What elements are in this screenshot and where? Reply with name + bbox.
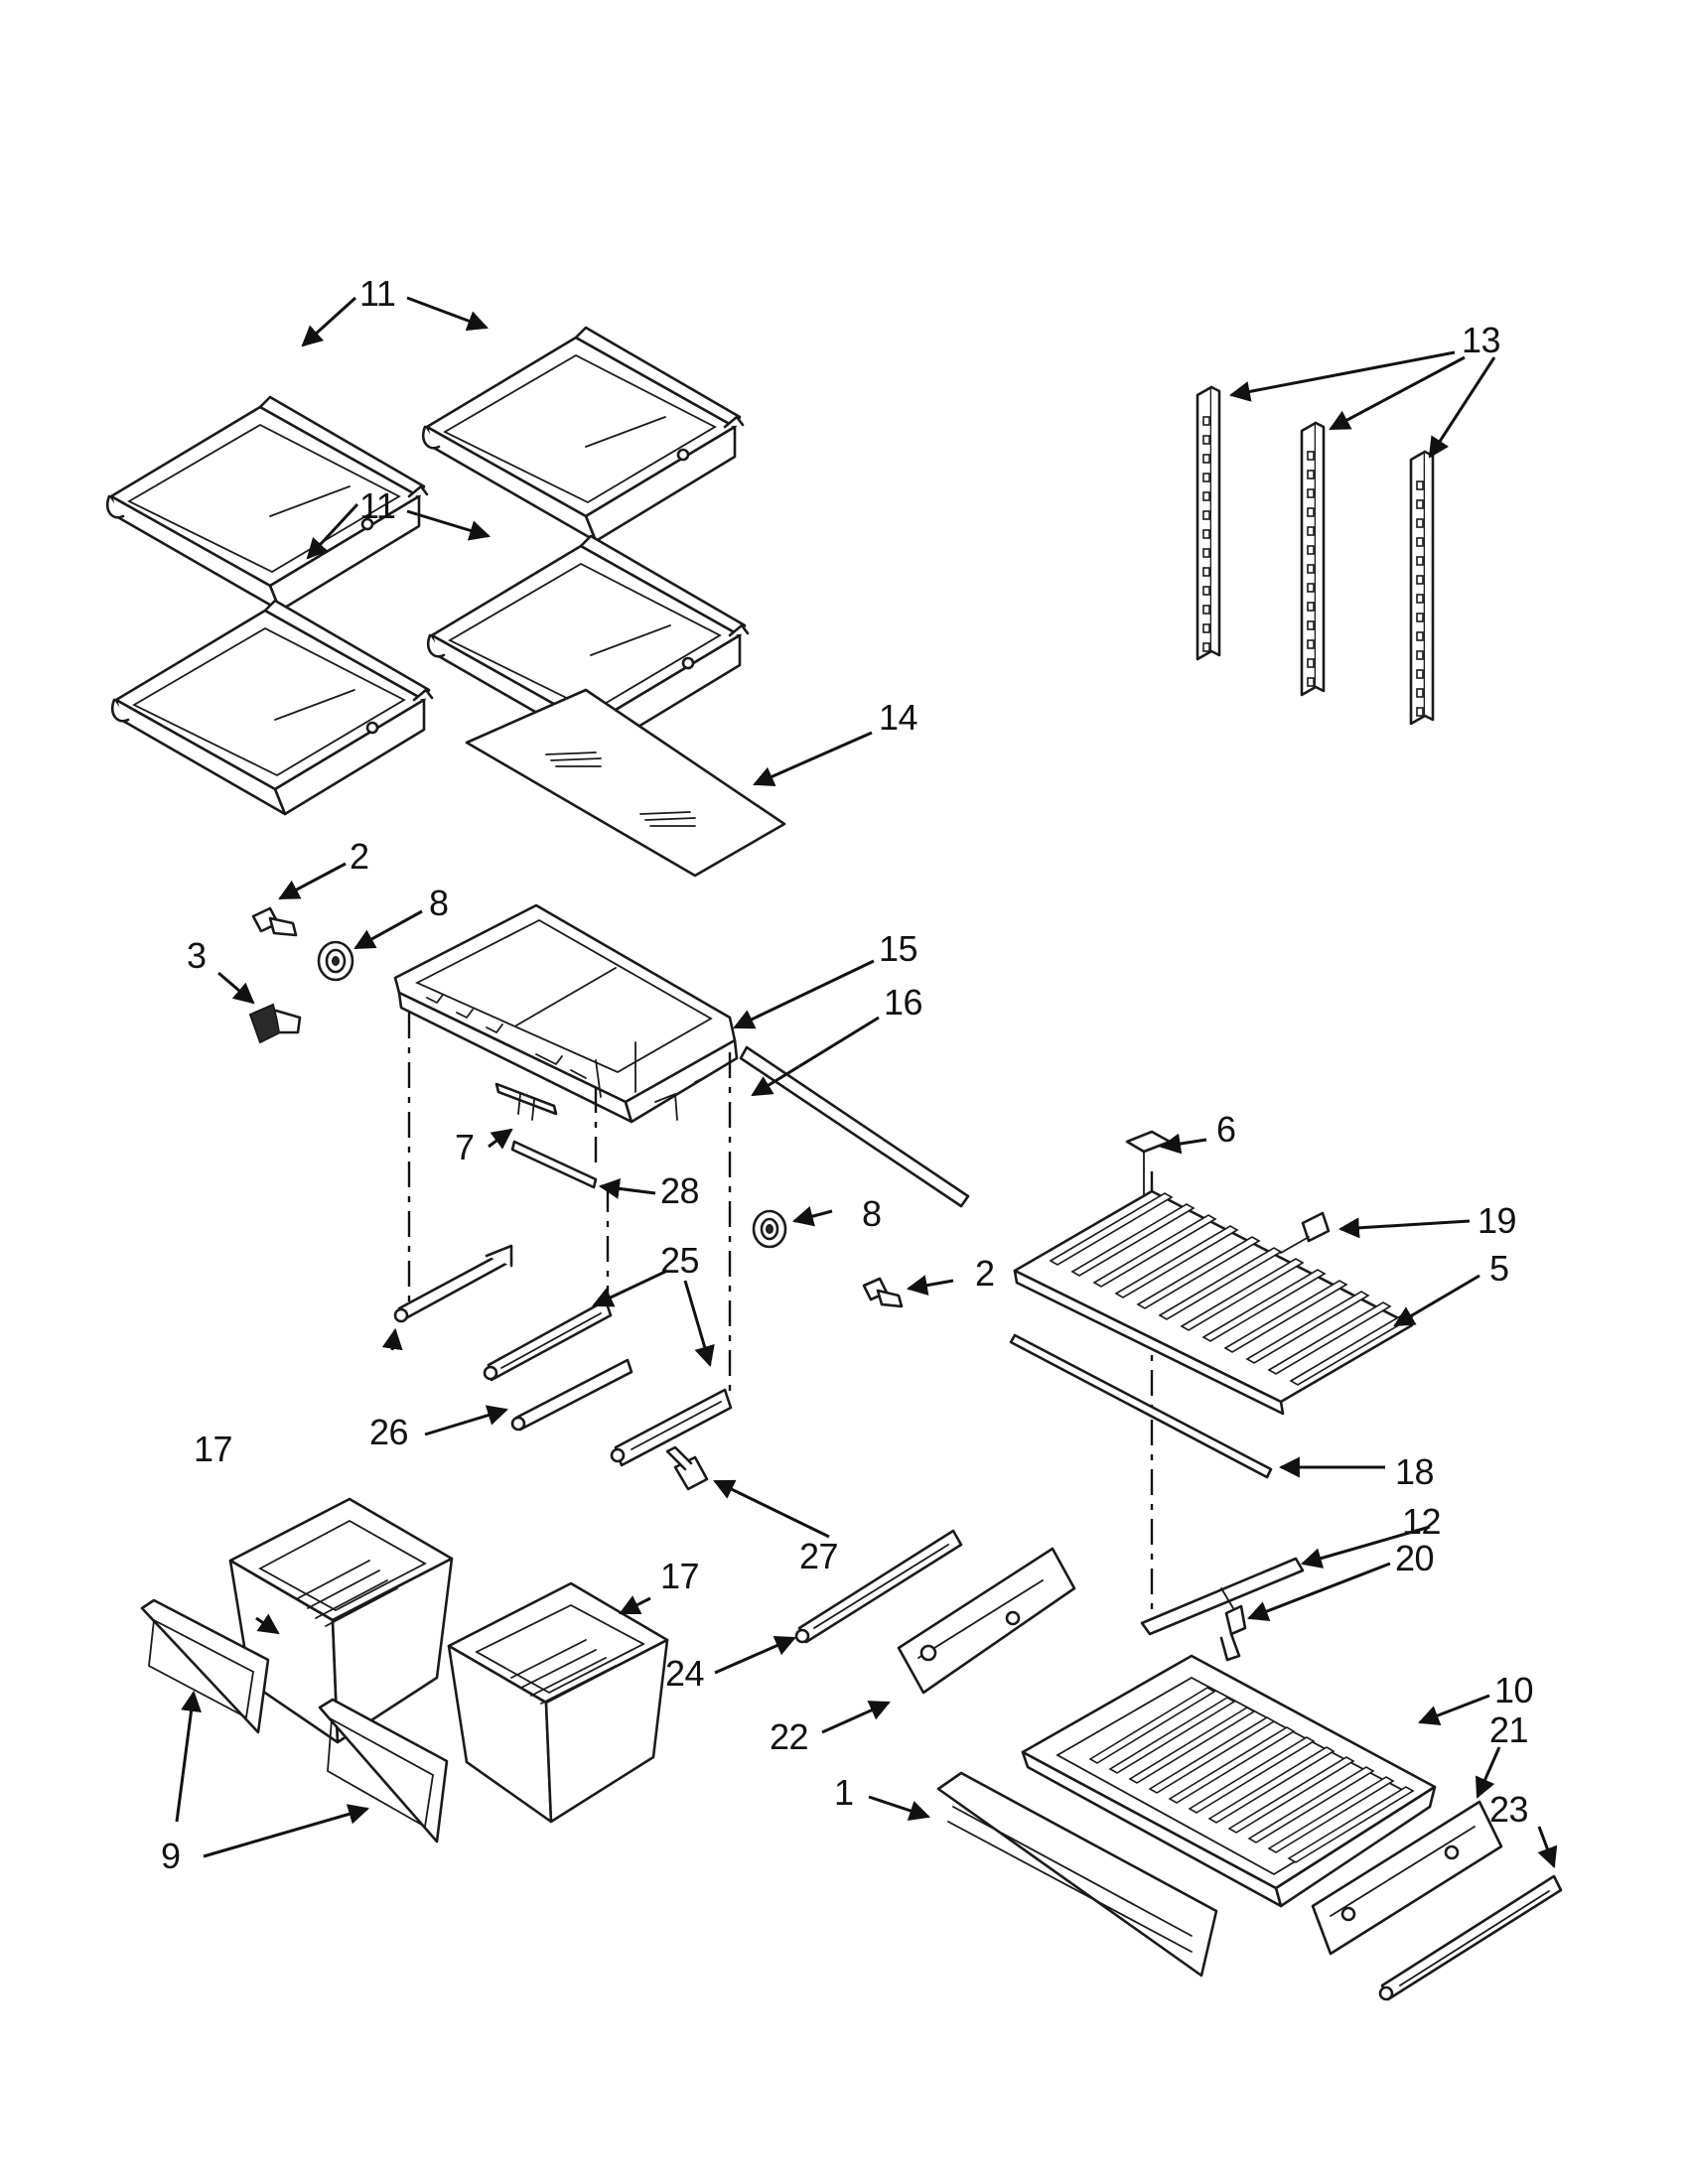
callout-7: 7 <box>455 1127 475 1167</box>
bracket-21 <box>1311 1800 1503 1956</box>
callout-26: 26 <box>369 1412 408 1452</box>
clip-6 <box>1125 1130 1172 1197</box>
alignment-lines <box>407 1013 1154 1628</box>
callout-24: 24 <box>665 1653 704 1694</box>
callout-2: 2 <box>975 1253 995 1294</box>
callout-12: 12 <box>1402 1501 1441 1542</box>
callout-22: 22 <box>770 1716 808 1757</box>
bracket-19 <box>1280 1211 1331 1254</box>
slide-25-middle <box>510 1358 633 1432</box>
screw-20 <box>1219 1604 1247 1662</box>
seal-rod-16 <box>739 1045 970 1208</box>
callout-3: 3 <box>187 935 207 976</box>
shelf-11-b <box>421 326 745 543</box>
shelf-11-c <box>110 599 434 816</box>
strip-28 <box>510 1140 598 1189</box>
slide-23 <box>1378 1874 1563 2001</box>
screw-2-right <box>862 1277 904 1308</box>
shelf-rail-13-c <box>1409 450 1435 726</box>
support-12 <box>1140 1557 1305 1636</box>
support-bar-7 <box>494 1082 558 1121</box>
wire-shelf-5 <box>1013 1189 1414 1416</box>
glass-shelf-14 <box>465 688 786 878</box>
slide-25-lower <box>610 1388 733 1467</box>
roller-8-upper <box>317 940 354 982</box>
callout-17: 17 <box>660 1556 699 1596</box>
drawer-front-9-lower <box>318 1698 449 1843</box>
callout-8: 8 <box>429 883 449 923</box>
callout-16: 16 <box>884 982 922 1023</box>
bracket-22 <box>897 1547 1076 1695</box>
callout-11: 11 <box>359 485 395 526</box>
drawer-trim-1 <box>936 1771 1218 1978</box>
callout-1: 1 <box>834 1772 854 1813</box>
callout-9: 9 <box>161 1836 181 1876</box>
callout-11: 11 <box>359 273 395 314</box>
crisper-cover-15 <box>393 903 739 1124</box>
slide-25-upper <box>483 1298 613 1382</box>
callout-23: 23 <box>1489 1789 1528 1830</box>
drawer-front-9-upper <box>140 1598 270 1734</box>
screw-2-left <box>251 906 298 937</box>
callout-15: 15 <box>879 928 917 969</box>
callout-6: 6 <box>1216 1109 1236 1150</box>
roller-8-lower <box>752 1209 787 1249</box>
shelf-trim-18 <box>1009 1333 1273 1479</box>
callout-27: 27 <box>799 1536 838 1576</box>
callout-8: 8 <box>862 1193 882 1234</box>
callout-10: 10 <box>1494 1670 1533 1710</box>
callout-25: 25 <box>660 1240 699 1281</box>
callout-labels: 11 13 11 14 2 8 3 15 16 6 7 28 8 19 25 2… <box>161 273 1534 1876</box>
callout-20: 20 <box>1395 1538 1434 1578</box>
callout-5: 5 <box>1489 1248 1509 1289</box>
callout-2: 2 <box>350 836 369 877</box>
callout-17: 17 <box>194 1429 232 1469</box>
callout-18: 18 <box>1395 1451 1434 1492</box>
crisper-drawer-17-left <box>228 1497 454 1744</box>
slide-24 <box>794 1529 963 1644</box>
shelf-rail-13-a <box>1196 385 1221 661</box>
callout-19: 19 <box>1477 1200 1516 1241</box>
leader-lines <box>175 296 1558 1868</box>
crisper-drawer-17-right <box>447 1581 669 1824</box>
clip-3 <box>248 1003 302 1044</box>
callout-21: 21 <box>1489 1709 1528 1750</box>
callout-14: 14 <box>879 697 917 738</box>
slide-26 <box>393 1244 513 1323</box>
pantry-drawer-10 <box>1021 1654 1437 1908</box>
screw-27 <box>665 1445 709 1491</box>
shelf-rail-13-b <box>1300 421 1326 697</box>
callout-13: 13 <box>1462 320 1500 360</box>
callout-28: 28 <box>660 1170 699 1211</box>
